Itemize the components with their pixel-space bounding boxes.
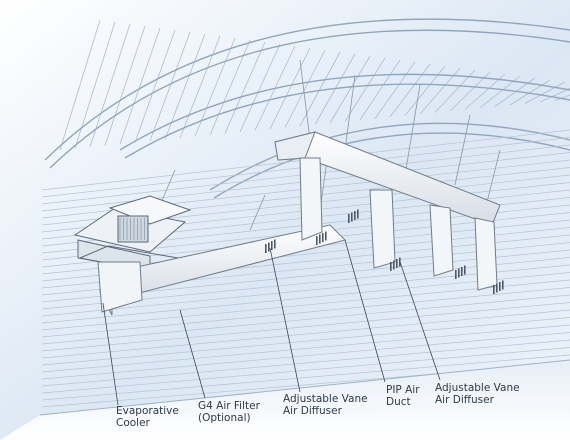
panel-line: [41, 332, 570, 380]
diffusers: [265, 209, 504, 294]
panel-line: [359, 59, 401, 121]
diffuser-vane: [461, 267, 463, 276]
panel-line: [41, 302, 570, 352]
panel-line: [41, 354, 570, 401]
diffuser-vane: [319, 234, 321, 244]
diffuser-vane: [499, 282, 501, 291]
floor: [0, 360, 570, 440]
label-pip-air-duct-line2: Duct: [386, 396, 411, 408]
panel-line: [59, 19, 101, 151]
panel-line: [509, 79, 551, 106]
panel-line: [539, 88, 570, 103]
panel-line: [284, 49, 326, 128]
panel-line: [41, 294, 570, 345]
diffuser-vane: [271, 241, 273, 250]
diffuser-vane: [316, 236, 318, 245]
diffuser-vane: [393, 260, 395, 270]
diffuser-vane: [458, 268, 460, 278]
panel-line: [329, 55, 371, 124]
panel-line: [239, 43, 281, 133]
label-adjustable-vane-2-line2: Air Diffuser: [435, 394, 494, 406]
diffuser-vane: [268, 242, 270, 252]
label-evaporative-cooler-line2: Cooler: [116, 417, 150, 429]
panel-line: [134, 29, 176, 143]
diffuser-vane: [399, 257, 401, 267]
diffuser-vane: [351, 212, 353, 222]
diffuser-vane: [396, 259, 398, 268]
diffuser-vane: [325, 231, 327, 241]
label-pip-air-duct-line1: PIP Air: [386, 384, 420, 396]
diffuser-vane: [502, 280, 504, 290]
panel-line: [524, 81, 566, 104]
diffuser-vane: [348, 214, 350, 223]
panel-line: [314, 53, 356, 125]
panel-line: [119, 27, 161, 145]
roof-trusses: [44, 18, 570, 199]
label-adjustable-vane-air-diffuser-2: Adjustable Vane Air Diffuser: [435, 382, 520, 406]
label-pip-air-duct: PIP Air Duct: [386, 384, 420, 408]
floor-edge: [39, 359, 570, 416]
panel-line: [89, 23, 131, 148]
panel-line: [104, 25, 146, 146]
panel-line: [344, 57, 386, 122]
label-adjustable-vane-air-diffuser-1: Adjustable Vane Air Diffuser: [283, 393, 368, 417]
panel-line: [374, 61, 416, 119]
panel-line: [41, 287, 570, 338]
diffuser-vane: [274, 239, 276, 249]
leader-lines: [102, 239, 441, 406]
panel-line: [224, 41, 266, 134]
label-g4-air-filter-line2: (Optional): [198, 412, 251, 424]
diffuser-vane: [455, 270, 457, 279]
diffuser-vane: [357, 209, 359, 219]
label-adjustable-vane-2-line1: Adjustable Vane: [435, 382, 520, 394]
panel-line: [269, 47, 311, 130]
label-adjustable-vane-1-line2: Air Diffuser: [283, 405, 342, 417]
panel-line: [179, 35, 221, 139]
panel-line: [389, 63, 431, 118]
duct-system: [97, 131, 501, 316]
panel-line: [41, 317, 570, 366]
panel-line: [41, 339, 570, 387]
diffuser-vane: [354, 211, 356, 220]
label-g4-air-filter-line1: G4 Air Filter: [198, 400, 260, 412]
evaporative-cooler-unit: [73, 195, 192, 273]
diffuser-vane: [493, 285, 495, 294]
diffuser-vane: [265, 244, 267, 253]
panel-line: [41, 324, 570, 373]
label-g4-air-filter: G4 Air Filter (Optional): [198, 400, 260, 424]
diffuser-vane: [464, 265, 466, 275]
diffuser-vane: [390, 262, 392, 271]
panel-line: [41, 347, 570, 394]
label-adjustable-vane-1-line1: Adjustable Vane: [283, 393, 368, 405]
diffuser-vane: [496, 283, 498, 293]
label-evaporative-cooler: Evaporative Cooler: [116, 405, 179, 429]
diffuser-vane: [322, 233, 324, 242]
panel-line: [149, 31, 191, 142]
panel-line: [41, 309, 570, 359]
label-evaporative-cooler-line1: Evaporative: [116, 405, 179, 417]
